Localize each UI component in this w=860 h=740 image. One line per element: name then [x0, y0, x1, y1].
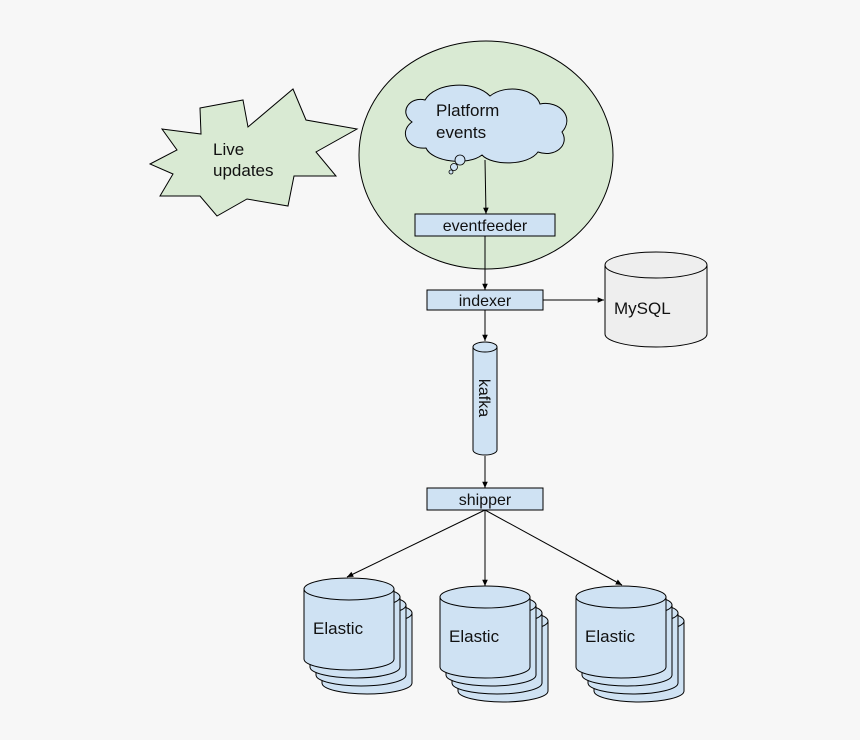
elastic-cylinder-body [439, 597, 531, 679]
eventfeeder-box [414, 213, 556, 237]
cloud-shape [405, 84, 568, 164]
mysql-node: MySQL [604, 251, 708, 348]
cloud-bubble-3 [448, 169, 454, 175]
cloud-bubble-2 [450, 163, 458, 171]
elastic-label: Elastic [585, 627, 636, 646]
indexer-label: indexer [459, 293, 512, 310]
shipper-node: shipper [426, 487, 544, 511]
eventfeeder-node: eventfeeder [414, 213, 556, 237]
elastic-cylinder-top [303, 577, 395, 601]
cloud-bubble-1 [454, 154, 466, 166]
edge-cloud-to-eventfeeder [483, 159, 489, 215]
elastic-cylinder-top [575, 585, 667, 609]
edge-shipper-to-elastic-3 [484, 509, 623, 586]
shipper-label: shipper [459, 492, 512, 509]
elastic-cylinder-top [439, 585, 531, 609]
kafka-cylinder-body [472, 347, 498, 456]
live-updates-label-line2: updates [213, 161, 274, 180]
elastic-label: Elastic [449, 627, 500, 646]
elastic-label: Elastic [313, 619, 364, 638]
elastic-stacks: Elastic Elastic Elastic [303, 577, 685, 703]
indexer-box [426, 289, 544, 311]
elastic-cylinder-body [303, 589, 395, 671]
platform-events-label-line1: Platform [436, 101, 499, 120]
kafka-node: kafka [472, 341, 498, 456]
burst-shape [148, 88, 359, 217]
platform-events-cloud: Platform events [405, 84, 568, 175]
elastic-node-3: Elastic [575, 585, 685, 703]
indexer-node: indexer [426, 289, 544, 311]
elastic-cylinder-body [575, 597, 667, 679]
kafka-label: kafka [475, 379, 492, 417]
kafka-cylinder-top [472, 341, 498, 353]
shipper-box [426, 487, 544, 511]
eventfeeder-label: eventfeeder [443, 218, 528, 235]
elastic-node-1: Elastic [303, 577, 413, 695]
mysql-cylinder-body [604, 265, 708, 348]
live-updates-label-line1: Live [213, 140, 244, 159]
live-updates-burst: Live updates [148, 88, 359, 217]
mysql-cylinder-top [604, 251, 708, 279]
edge-shipper-to-elastic-1 [346, 509, 486, 578]
platform-events-label-line2: events [436, 123, 486, 142]
mysql-label: MySQL [614, 299, 671, 318]
elastic-node-2: Elastic [439, 585, 549, 703]
